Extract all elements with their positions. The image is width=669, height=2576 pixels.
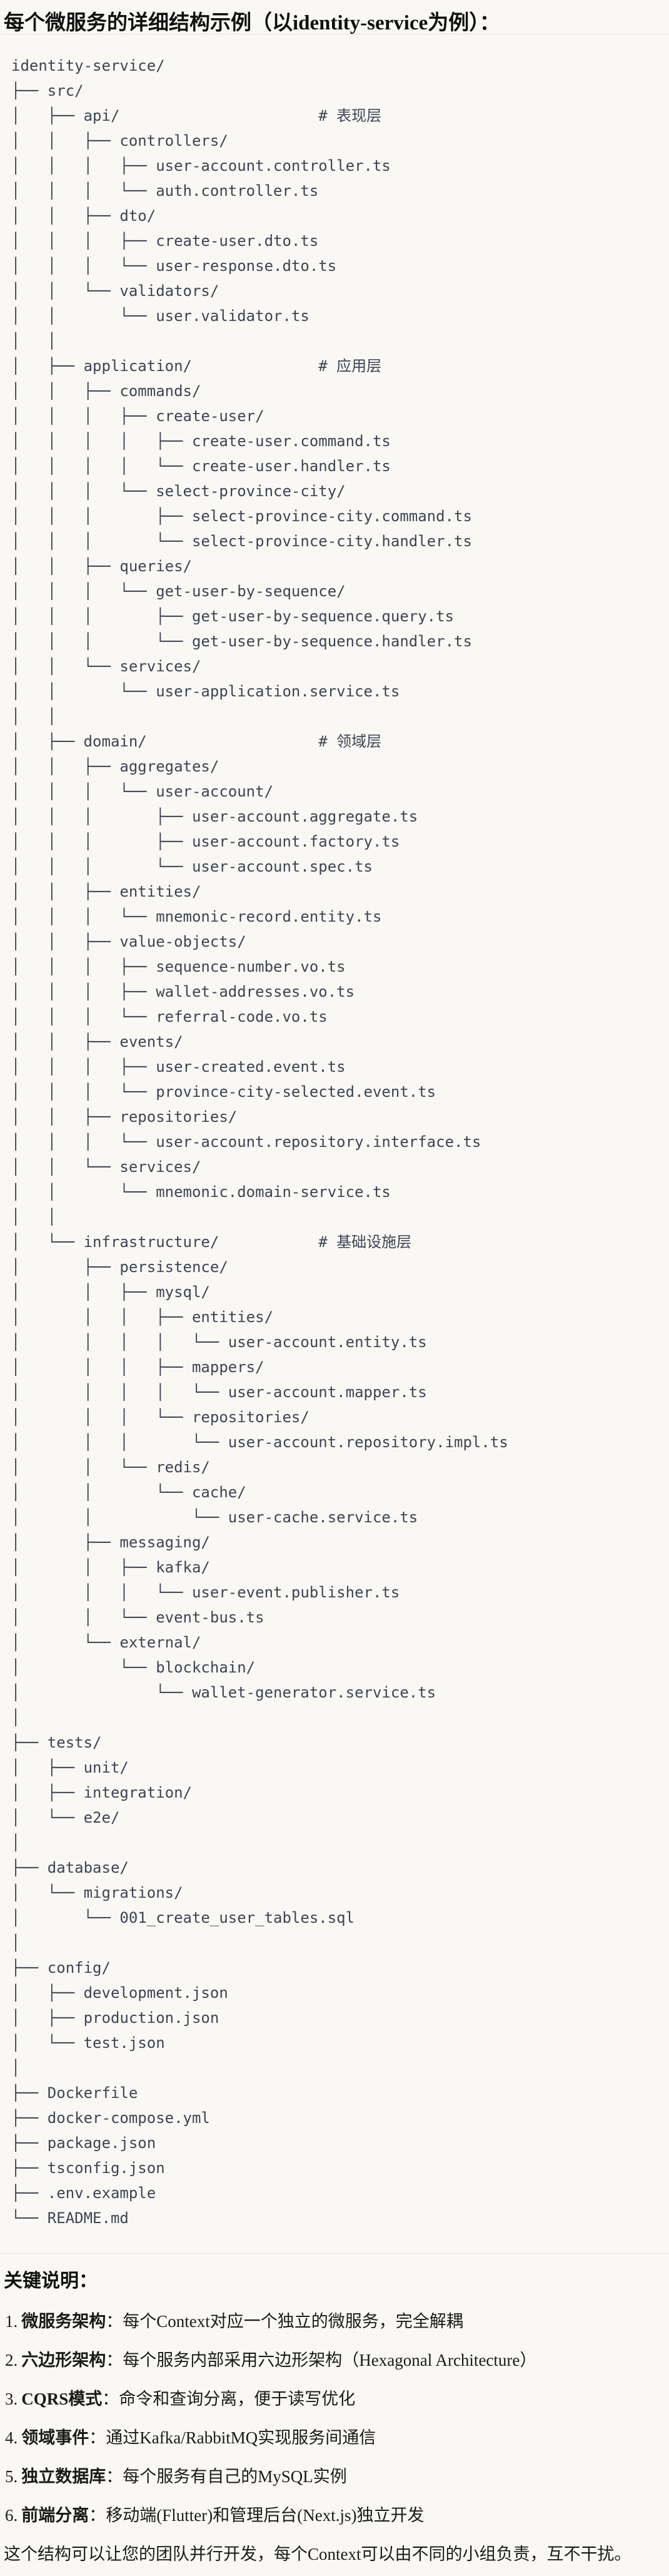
note-item-desc: ：移动端(Flutter)和管理后台(Next.js)独立开发 <box>89 2506 425 2525</box>
note-item-term: 独立数据库 <box>21 2467 106 2486</box>
note-item-cqrs: 3.CQRS模式：命令和查询分离，便于读写优化 <box>5 2388 664 2410</box>
note-item-number: 5. <box>5 2467 18 2486</box>
note-item-term: CQRS模式 <box>21 2390 103 2408</box>
note-item-frontend: 6.前端分离：移动端(Flutter)和管理后台(Next.js)独立开发 <box>5 2504 664 2527</box>
notes-heading: 关键说明： <box>4 2271 98 2291</box>
code-block: identity-service/ ├── src/ │ ├── api/ # … <box>0 34 669 2253</box>
note-item-microservice: 1.微服务架构：每个Context对应一个独立的微服务，完全解耦 <box>5 2310 664 2333</box>
note-item-term: 领域事件 <box>21 2428 89 2447</box>
note-item-number: 4. <box>5 2428 18 2447</box>
page-header: 每个微服务的详细结构示例（以identity-service为例）： <box>0 0 669 34</box>
note-item-term: 前端分离 <box>21 2506 89 2525</box>
note-item-desc: ：每个Context对应一个独立的微服务，完全解耦 <box>106 2312 463 2331</box>
note-item-number: 6. <box>5 2506 18 2525</box>
note-item-number: 1. <box>5 2312 18 2331</box>
closing-note: 这个结构可以让您的团队并行开发，每个Context可以由不同的小组负责，互不干扰… <box>4 2545 631 2563</box>
note-item-desc: ：每个服务有自己的MySQL实例 <box>106 2467 347 2486</box>
notes-section: 关键说明： 1.微服务架构：每个Context对应一个独立的微服务，完全解耦 2… <box>0 2254 669 2565</box>
note-item-desc: ：通过Kafka/RabbitMQ实现服务间通信 <box>89 2428 376 2447</box>
file-tree: identity-service/ ├── src/ │ ├── api/ # … <box>11 57 508 2227</box>
note-item-database: 5.独立数据库：每个服务有自己的MySQL实例 <box>5 2465 664 2488</box>
bottom-divider <box>0 2253 669 2254</box>
note-item-term: 六边形架构 <box>21 2351 106 2370</box>
note-item-desc: ：命令和查询分离，便于读写优化 <box>102 2390 356 2408</box>
note-item-hexagonal: 2.六边形架构：每个服务内部采用六边形架构（Hexagonal Architec… <box>5 2349 664 2371</box>
note-item-desc: ：每个服务内部采用六边形架构（Hexagonal Architecture） <box>106 2351 537 2370</box>
note-item-term: 微服务架构 <box>21 2312 106 2331</box>
note-item-number: 2. <box>5 2351 18 2370</box>
page-title: 每个微服务的详细结构示例（以identity-service为例）： <box>4 12 500 34</box>
note-item-number: 3. <box>5 2390 18 2408</box>
note-item-domain-events: 4.领域事件：通过Kafka/RabbitMQ实现服务间通信 <box>5 2426 664 2449</box>
